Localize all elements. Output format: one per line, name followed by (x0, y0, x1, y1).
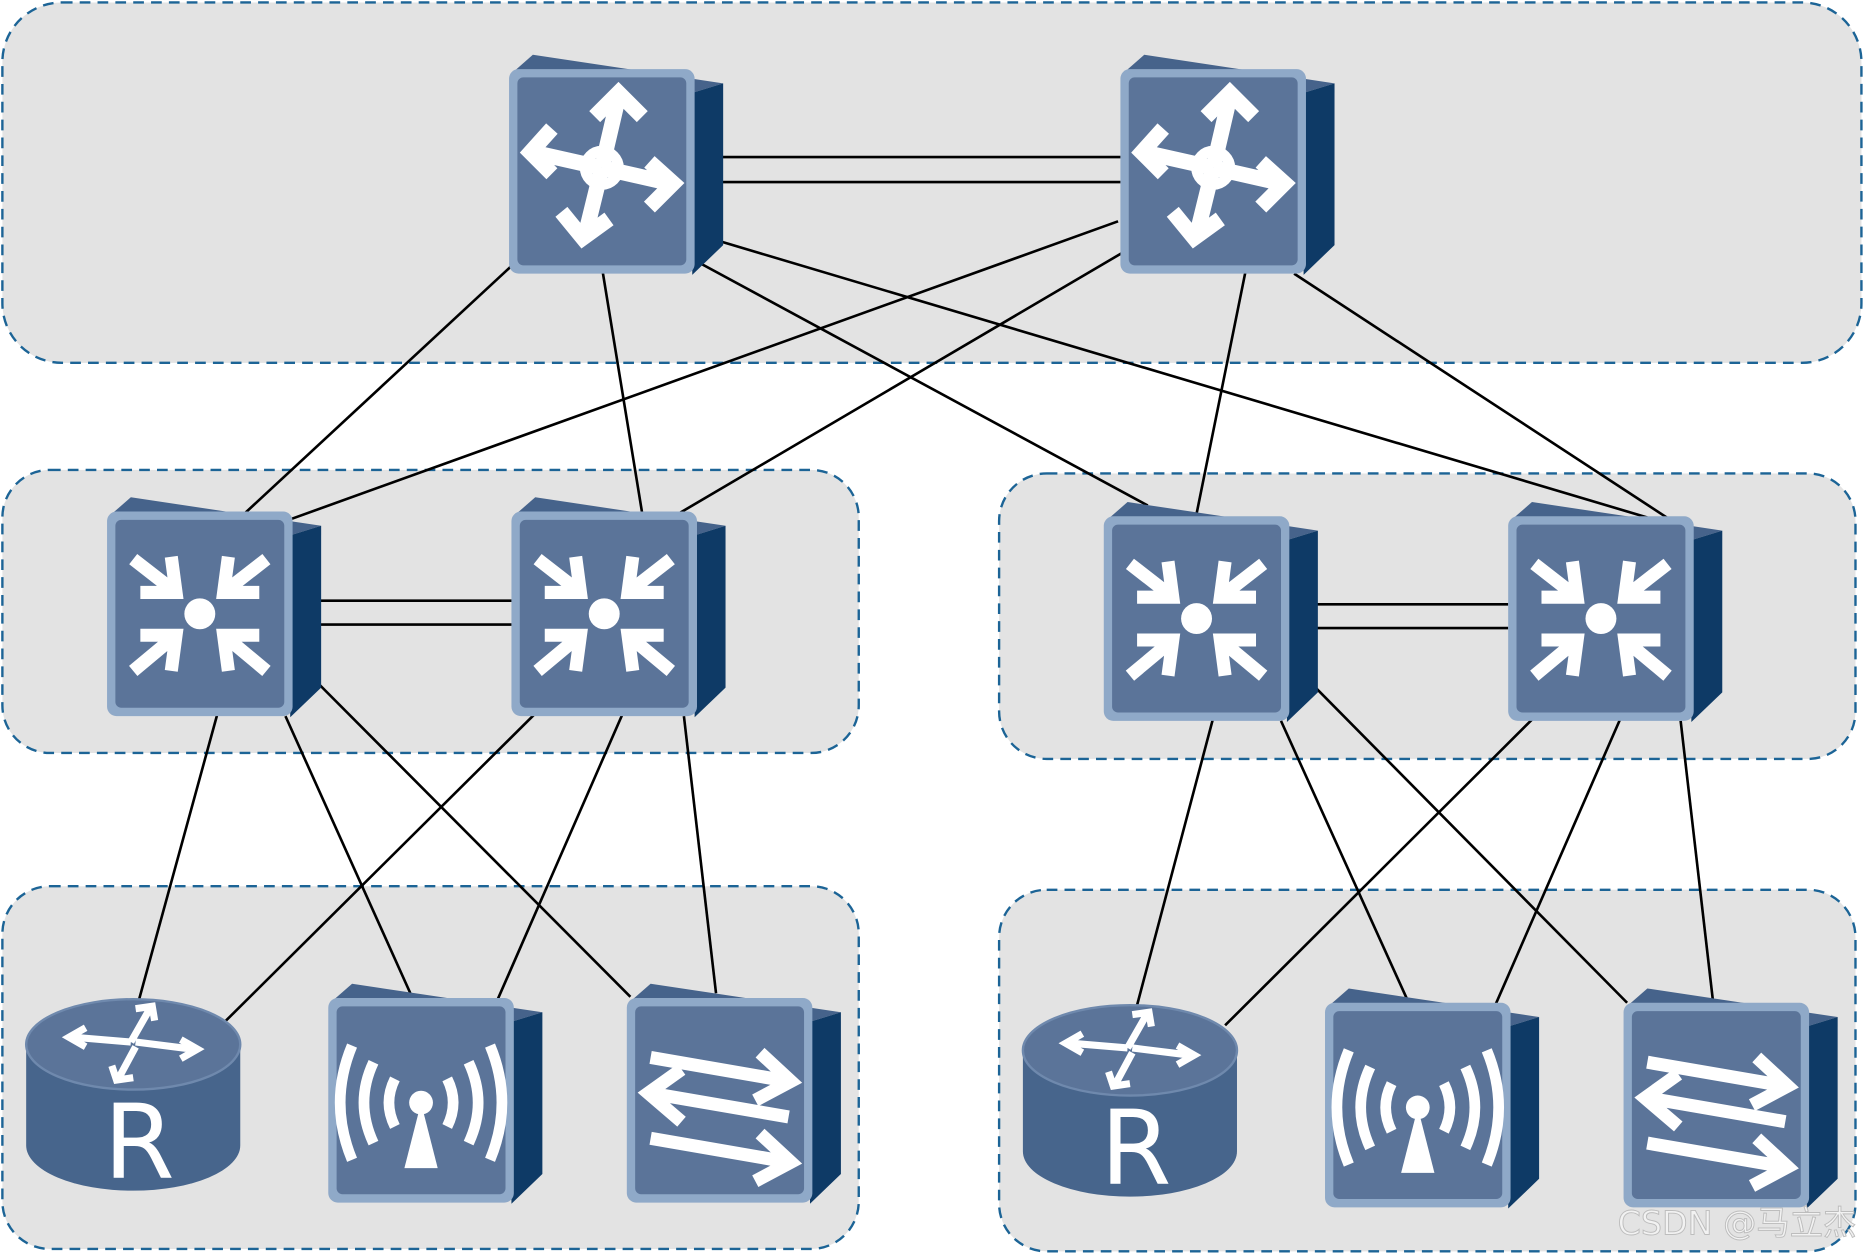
router-right[interactable] (1023, 1005, 1237, 1208)
wireless-ap-right[interactable] (1325, 988, 1540, 1209)
link-core-1-agg-l1 (239, 242, 537, 519)
router-left[interactable] (26, 999, 240, 1202)
access-switch-left[interactable] (626, 983, 841, 1204)
link-agg-r2-switch-r (1679, 720, 1715, 1000)
link-agg-r1-router-r (1135, 708, 1217, 1006)
link-core-1-agg-r1 (701, 262, 1149, 507)
link-agg-r2-ap-r (1491, 710, 1625, 1012)
link-agg-r1-switch-r (1314, 686, 1629, 1004)
aggregation-switch-l2[interactable] (511, 497, 726, 718)
link-core-1-agg-r2 (720, 240, 1648, 519)
link-core-2-agg-l2 (671, 241, 1141, 519)
wireless-ap-left[interactable] (328, 983, 543, 1204)
link-agg-l1-router-l (137, 703, 222, 1000)
router-icon (1023, 1005, 1237, 1208)
link-agg-l1-ap-l (284, 715, 412, 994)
link-agg-l2-ap-l (492, 703, 629, 1010)
link-agg-l1-switch-l (317, 683, 632, 998)
core-switch-2[interactable] (1120, 54, 1335, 275)
link-core-2-agg-l1 (285, 220, 1119, 523)
router-icon (26, 999, 240, 1202)
link-agg-l2-router-l (225, 689, 560, 1022)
link-agg-r1-ap-r (1279, 720, 1409, 1000)
aggregation-switch-r1[interactable] (1103, 502, 1318, 723)
link-agg-l2-switch-l (682, 715, 718, 994)
aggregation-switch-r2[interactable] (1508, 502, 1723, 723)
link-agg-r2-router-r (1224, 694, 1557, 1027)
watermark: CSDN @马立杰 (1618, 1204, 1857, 1243)
link-core-2-agg-r2 (1293, 272, 1681, 527)
links (137, 155, 1715, 1027)
link-core-1-agg-l2 (599, 259, 644, 515)
aggregation-switch-l1[interactable] (107, 497, 322, 718)
access-switch-right[interactable] (1623, 988, 1838, 1209)
link-core-2-agg-r1 (1195, 266, 1248, 515)
core-switch-1[interactable] (509, 54, 724, 275)
